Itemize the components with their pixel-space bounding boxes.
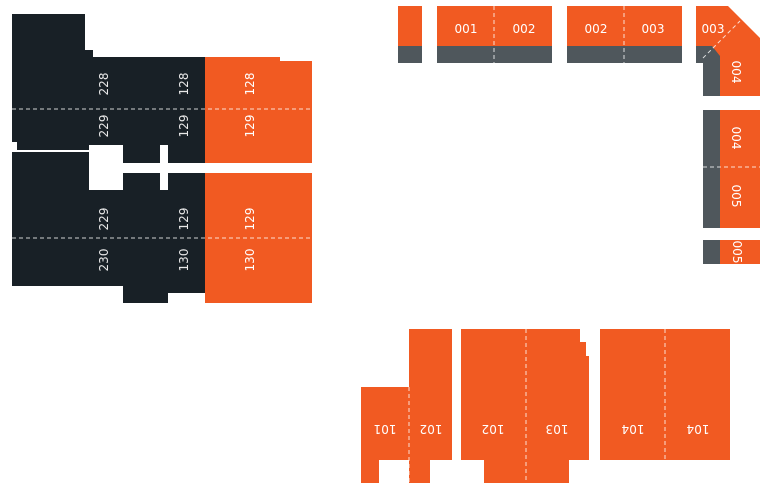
section-label-129: 129: [243, 208, 257, 231]
section-128-129-block[interactable]: [205, 57, 312, 163]
section-label-129: 129: [177, 208, 191, 231]
section-block-lower-left[interactable]: [12, 152, 205, 303]
section-002-003-block[interactable]: [567, 6, 682, 46]
section-003-004-corner[interactable]: [696, 6, 760, 96]
section-label-130: 130: [177, 249, 191, 272]
section-divider: [702, 20, 741, 59]
section-label-230: 230: [97, 249, 111, 272]
section-label-104: 104: [687, 422, 710, 436]
section-001-002-block[interactable]: [437, 6, 552, 46]
section-label-005: 005: [730, 241, 744, 264]
section-label-102: 102: [420, 422, 443, 436]
aisle-strip: [696, 46, 720, 96]
section-label-129: 129: [177, 115, 191, 138]
section-label-102: 102: [482, 422, 505, 436]
section-label-004: 004: [729, 127, 743, 150]
section-label-001: 001: [455, 22, 478, 36]
section-label-005: 005: [729, 185, 743, 208]
section-label-229: 229: [97, 208, 111, 231]
aisle-strip: [703, 110, 720, 228]
section-label-002: 002: [513, 22, 536, 36]
section-block-upper-left[interactable]: [12, 14, 205, 163]
aisle-strip: [703, 240, 720, 264]
section-001-small[interactable]: [398, 6, 422, 46]
section-label-103: 103: [546, 422, 569, 436]
section-label-130: 130: [243, 249, 257, 272]
section-label-003: 003: [642, 22, 665, 36]
section-label-129: 129: [243, 115, 257, 138]
aisle-strip: [567, 46, 682, 63]
section-label-128: 128: [243, 73, 257, 96]
section-label-228: 228: [97, 73, 111, 96]
section-102-103-block[interactable]: [461, 329, 589, 483]
section-label-004: 004: [729, 61, 743, 84]
section-label-003: 003: [702, 22, 725, 36]
section-label-128: 128: [177, 73, 191, 96]
section-101-102-block[interactable]: [361, 329, 452, 483]
section-005-small[interactable]: [720, 240, 760, 264]
aisle-strip: [437, 46, 552, 63]
section-004-005-block[interactable]: [720, 110, 760, 228]
aisle-strip: [398, 46, 422, 63]
section-label-229: 229: [97, 115, 111, 138]
section-label-104: 104: [622, 422, 645, 436]
section-label-002: 002: [585, 22, 608, 36]
section-label-101: 101: [374, 422, 397, 436]
